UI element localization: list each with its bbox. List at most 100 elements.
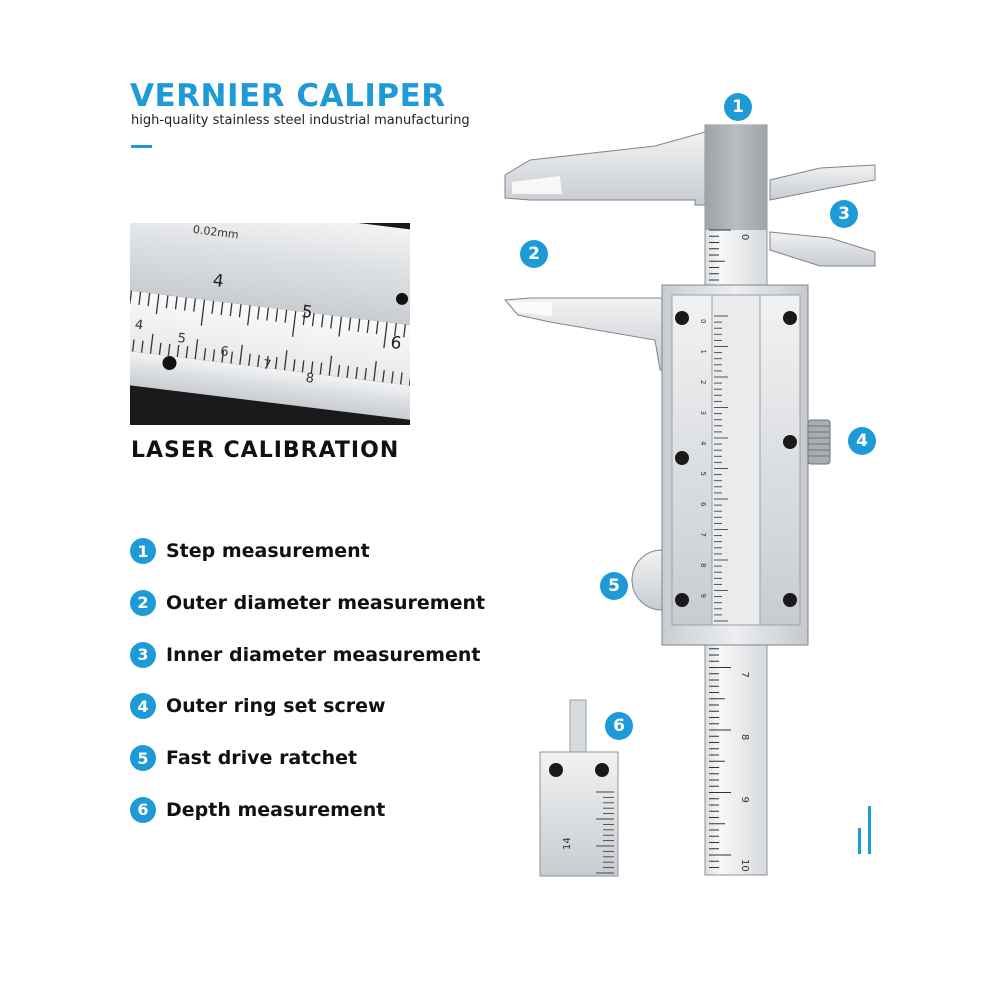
- closeup-main-tick: [165, 295, 169, 309]
- closeup-main-tick: [183, 297, 187, 311]
- vernier-scale-ticks: [714, 315, 728, 622]
- closeup-vernier-tick: [131, 339, 135, 352]
- feature-item-inner-diameter: 3 Inner diameter measurement: [130, 640, 485, 670]
- closeup-vernier-tick: [328, 355, 333, 376]
- closeup-main-tick: [357, 318, 361, 332]
- closeup-main-tick: [330, 315, 333, 329]
- step-face: [705, 125, 767, 230]
- closeup-vernier-tick: [212, 349, 216, 362]
- closeup-vernier-tick: [176, 344, 180, 358]
- closeup-vernier-tick: [203, 348, 207, 361]
- closeup-main-number: 6: [389, 333, 402, 354]
- closeup-vernier-tick: [283, 350, 288, 371]
- feature-label: Step measurement: [166, 540, 370, 562]
- closeup-vernier-tick: [346, 365, 350, 378]
- closeup-vernier-tick: [399, 372, 403, 385]
- closeup-main-tick: [200, 299, 206, 326]
- callout-badge-5: 5: [600, 572, 628, 600]
- closeup-main-tick: [266, 307, 270, 321]
- closeup-main-tick: [155, 294, 160, 315]
- closeup-main-tick: [393, 323, 397, 337]
- closeup-vernier-tick: [265, 355, 269, 368]
- closeup-vernier-tick: [140, 340, 144, 353]
- closeup-screw: [162, 356, 177, 371]
- feature-label: Outer diameter measurement: [166, 591, 486, 614]
- closeup-vernier-tick: [355, 366, 359, 379]
- closeup-main-tick: [193, 298, 196, 312]
- number-badge: 4: [130, 693, 156, 720]
- callout-badge-2: 2: [520, 240, 548, 268]
- vernier-scale-number: 7: [699, 533, 707, 537]
- callout-badge-4: 4: [848, 427, 876, 455]
- closeup-main-tick: [247, 305, 251, 326]
- callout-badge-6: 6: [605, 712, 633, 740]
- vernier-scale-number: 4: [699, 441, 707, 446]
- depth-rod: [569, 699, 587, 761]
- closeup-main-tick: [284, 309, 288, 323]
- number-badge: 3: [130, 641, 156, 668]
- closeup-vernier-tick: [248, 353, 251, 366]
- closeup-vernier-tick: [230, 351, 233, 364]
- screw: [675, 451, 689, 465]
- closeup-resolution-label: 0.02mm: [192, 223, 239, 241]
- screw: [675, 593, 689, 607]
- closeup-vernier-tick: [257, 354, 260, 367]
- page-title: VERNIER CALIPER: [130, 78, 446, 114]
- vernier-scale-number: 1: [699, 350, 707, 354]
- closeup-vernier-tick: [319, 362, 323, 375]
- closeup-main-ticks: [130, 290, 406, 349]
- screw: [783, 435, 797, 449]
- main-scale-ticks: [709, 229, 731, 868]
- closeup-vernier-ticks: [131, 333, 410, 386]
- main-scale-number: 0: [739, 234, 750, 240]
- number-badge: 6: [130, 796, 156, 823]
- closeup-vernier-tick: [194, 339, 199, 360]
- feature-label: Outer ring set screw: [166, 695, 386, 718]
- fixed-outer-jaw: [504, 131, 706, 206]
- vernier-scale: [711, 294, 761, 626]
- closeup-main-tick: [375, 321, 379, 335]
- closeup-vernier-tick: [310, 361, 314, 374]
- closeup-vernier-number: 6: [219, 344, 229, 360]
- main-scale-number: 10: [739, 859, 750, 872]
- closeup-main-tick: [257, 306, 260, 320]
- vernier-scale-number: 8: [699, 563, 707, 567]
- closeup-main-tick: [403, 324, 406, 338]
- closeup-main-tick: [302, 312, 306, 326]
- accent-dash: [131, 145, 152, 148]
- closeup-main-tick: [211, 300, 215, 314]
- closeup-vernier-tick: [274, 357, 278, 370]
- brand-mark-icon: [856, 806, 876, 854]
- feature-label: Inner diameter measurement: [166, 643, 481, 666]
- closeup-vernier-tick: [239, 344, 243, 365]
- closeup-main-tick: [338, 316, 343, 337]
- closeup-lower-plate: [130, 346, 410, 423]
- closeup-vernier-tick: [149, 333, 154, 354]
- closeup-main-tick: [138, 291, 142, 305]
- closeup-main-tick: [238, 304, 242, 318]
- closeup-main-tick: [383, 322, 388, 349]
- closeup-main-tick: [147, 293, 151, 307]
- fixed-lower-jaw: [503, 297, 671, 371]
- closeup-main-tick: [174, 296, 178, 310]
- closeup-main-tick: [229, 303, 233, 317]
- page-subtitle: high-quality stainless steel industrial …: [131, 113, 470, 128]
- feature-item-set-screw: 4 Outer ring set screw: [130, 691, 485, 721]
- closeup-vernier-tick: [167, 343, 171, 356]
- depth-scale-ticks: [596, 791, 614, 874]
- number-badge: 5: [130, 745, 156, 772]
- closeup-vernier-tick: [391, 371, 394, 384]
- feature-label: Depth measurement: [166, 798, 386, 821]
- vernier-scale-number: 0: [699, 319, 707, 323]
- callout-badge-1: 1: [724, 93, 752, 121]
- closeup-main-tick: [220, 301, 224, 316]
- closeup-main-tick: [311, 313, 315, 327]
- closeup-vernier-tick: [364, 367, 367, 381]
- feature-item-outer-diameter: 2 Outer diameter measurement: [130, 588, 485, 618]
- closeup-main-tick: [366, 319, 370, 333]
- depth-scale-number: 14: [562, 837, 573, 850]
- feature-item-depth: 6 Depth measurement: [130, 795, 485, 825]
- closeup-vernier-tick: [337, 364, 341, 377]
